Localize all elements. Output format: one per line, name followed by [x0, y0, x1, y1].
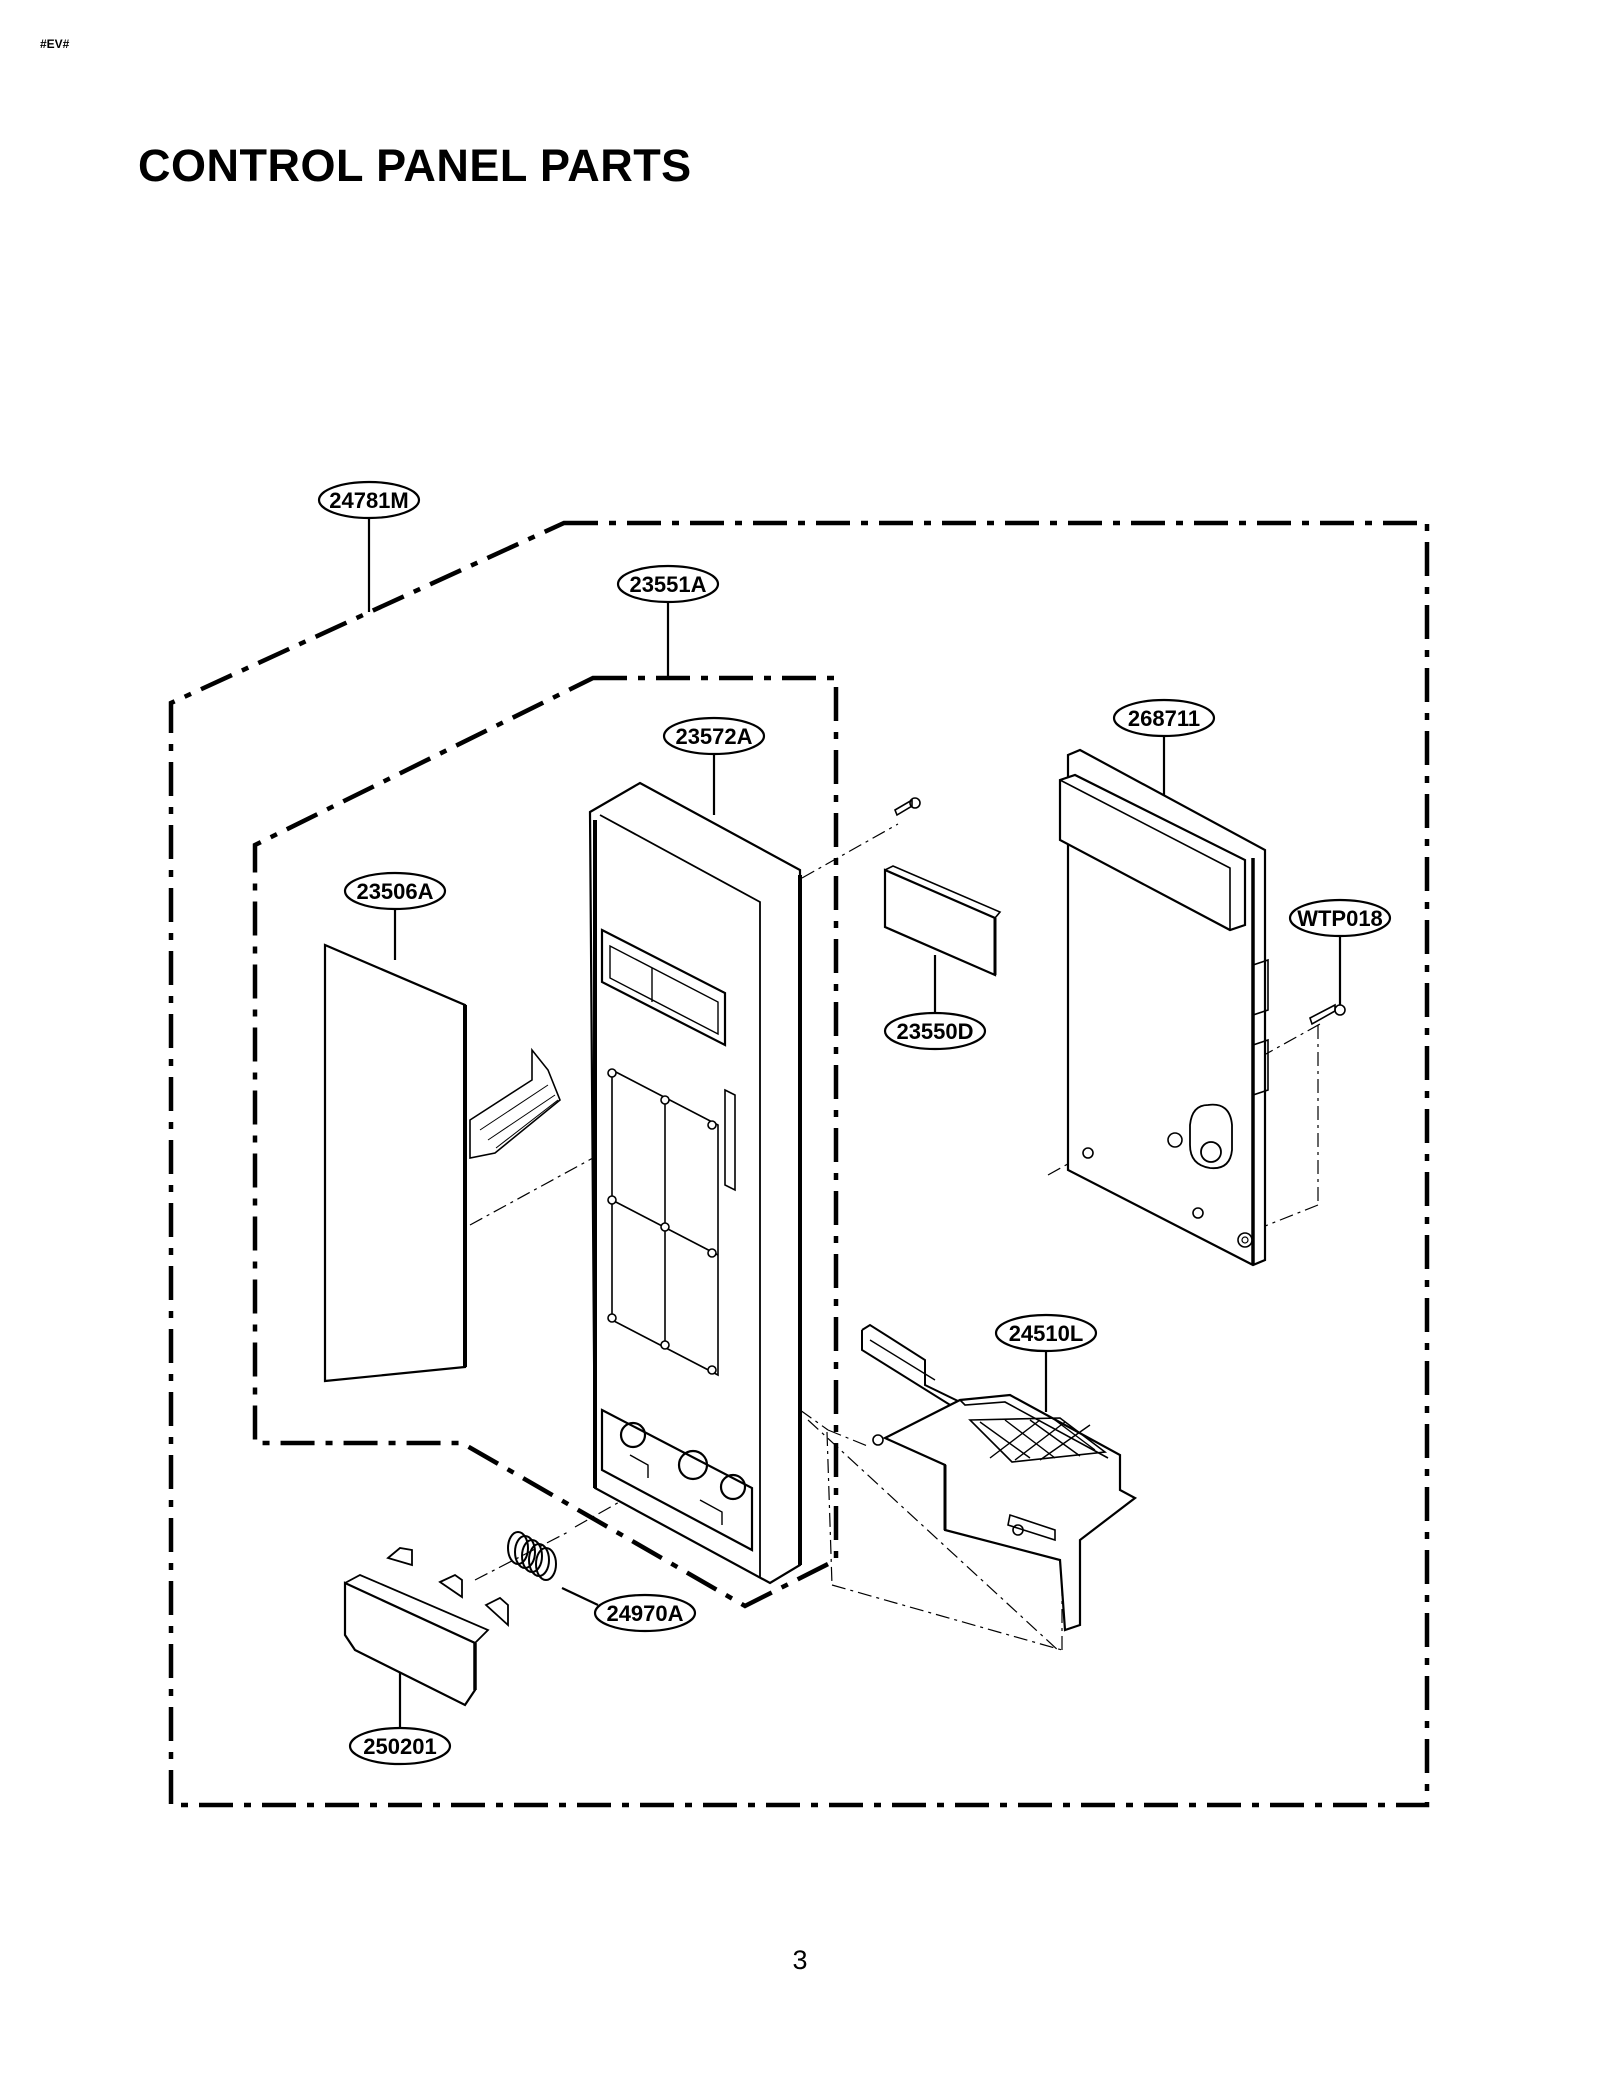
svg-text:24781M: 24781M	[329, 488, 409, 513]
document-code: #EV#	[40, 37, 70, 51]
svg-text:24970A: 24970A	[606, 1601, 683, 1626]
svg-text:WTP018: WTP018	[1297, 906, 1383, 931]
callout-WTP018: WTP018	[1288, 898, 1392, 938]
svg-text:23506A: 23506A	[356, 879, 433, 904]
leader-lines	[367, 518, 1342, 1728]
door-button	[343, 1547, 509, 1707]
page-number: 3	[792, 1945, 808, 1975]
callout-250201: 250201	[348, 1726, 452, 1766]
spring	[507, 1531, 557, 1581]
callouts: 24781M 23551A 23572A 23506A 268711 WTP01…	[317, 480, 1392, 1766]
svg-text:268711: 268711	[1128, 706, 1200, 731]
pcb-screw	[1309, 1003, 1346, 1026]
callout-24510L: 24510L	[994, 1313, 1098, 1353]
callout-268711: 268711	[1112, 698, 1216, 738]
page-title: CONTROL PANEL PARTS	[138, 140, 692, 191]
subassembly-boundary	[252, 675, 839, 1609]
membrane-keypad	[323, 943, 561, 1383]
svg-text:23550D: 23550D	[896, 1019, 973, 1044]
assembly-boundary	[168, 520, 1430, 1808]
callout-23506A: 23506A	[343, 871, 447, 911]
pcb-board	[1058, 748, 1269, 1267]
display-cover	[883, 865, 1002, 977]
svg-text:24510L: 24510L	[1009, 1321, 1084, 1346]
svg-text:250201: 250201	[363, 1734, 436, 1759]
svg-text:23572A: 23572A	[675, 724, 752, 749]
callout-24781M: 24781M	[317, 480, 421, 520]
callout-23551A: 23551A	[616, 564, 720, 604]
callout-23550D: 23550D	[883, 1011, 987, 1051]
frame-screw	[894, 797, 921, 817]
latch-board	[861, 1323, 1138, 1632]
callout-24970A: 24970A	[593, 1593, 697, 1633]
callout-23572A: 23572A	[662, 716, 766, 756]
svg-text:23551A: 23551A	[629, 572, 706, 597]
panel-frame	[588, 781, 802, 1585]
